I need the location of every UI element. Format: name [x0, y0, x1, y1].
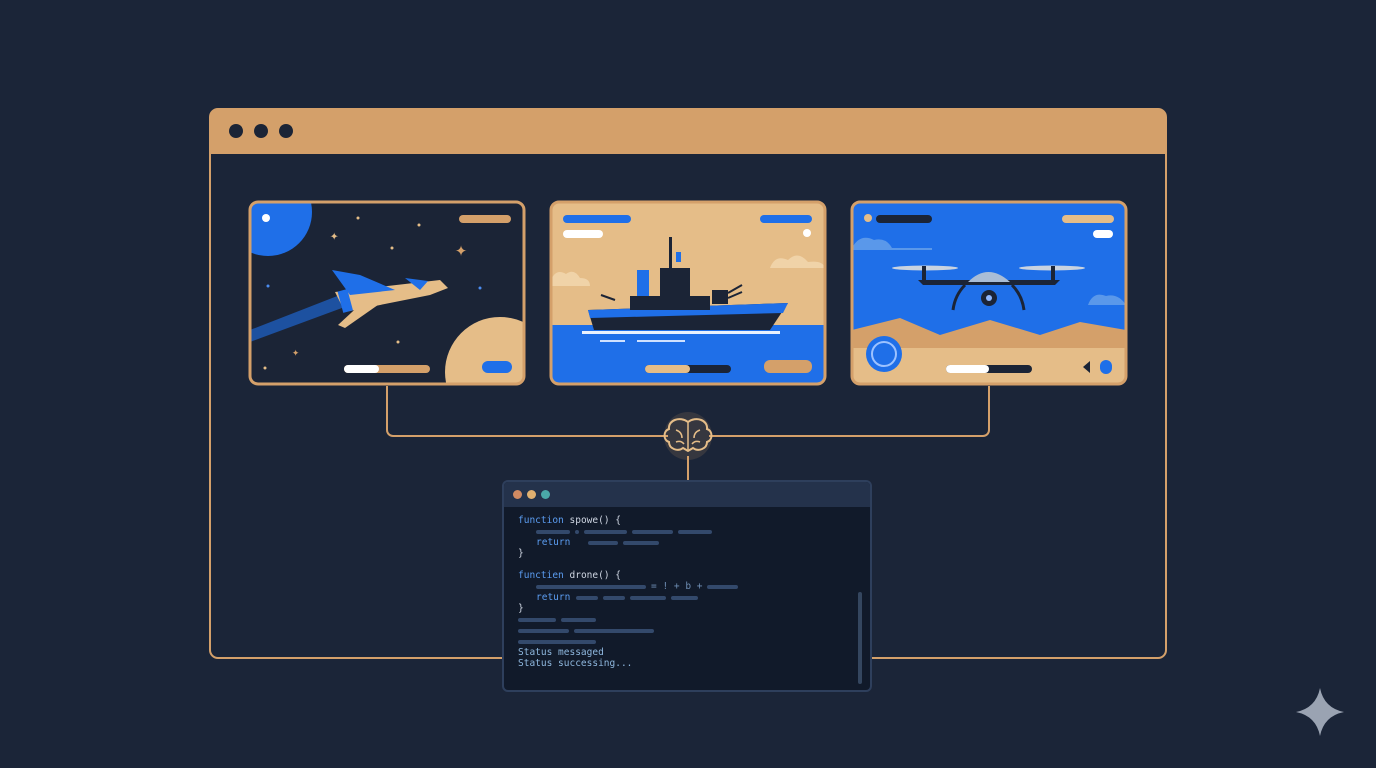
spaceship-panel[interactable]: ✦ ✦ ✦ [224, 168, 555, 427]
ship-panel[interactable] [549, 200, 827, 386]
exhaust-trail [250, 293, 350, 342]
brace: } [518, 548, 524, 559]
warship-icon [588, 237, 788, 330]
return-keyword: return [536, 592, 571, 603]
back-icon[interactable] [1083, 361, 1090, 373]
drone-panel[interactable] [850, 200, 1128, 388]
planet-blue [250, 202, 312, 256]
drone-icon [892, 265, 1085, 311]
jet-icon [332, 270, 448, 328]
svg-text:✦: ✦ [455, 237, 467, 261]
connectors [386, 386, 990, 480]
status-line: Status successing... [518, 658, 633, 669]
function-name: spowe() { [569, 515, 621, 526]
code-terminal[interactable]: function spowe() { return } functien dro… [502, 480, 872, 692]
svg-text:✦: ✦ [330, 228, 339, 244]
title-bar [210, 109, 1166, 154]
minimize-button[interactable] [527, 490, 536, 499]
sparkle-icon [1296, 688, 1344, 736]
keyword: functien [518, 570, 564, 581]
maximize-button[interactable] [279, 124, 293, 138]
action-button[interactable] [764, 360, 812, 373]
brain-icon [663, 412, 713, 460]
expression: = ! + b + [651, 581, 703, 592]
maximize-button[interactable] [541, 490, 550, 499]
close-button[interactable] [229, 124, 243, 138]
minimize-button[interactable] [254, 124, 268, 138]
action-button[interactable] [482, 361, 512, 373]
svg-text:✦: ✦ [292, 345, 299, 359]
keyword: function [518, 515, 564, 526]
close-button[interactable] [513, 490, 522, 499]
status-line: Status messaged [518, 647, 604, 658]
function-name: drone() { [569, 570, 621, 581]
return-keyword: return [536, 537, 571, 548]
scrollbar[interactable] [858, 592, 862, 684]
code-editor: function spowe() { return } functien dro… [504, 507, 870, 669]
brace: } [518, 603, 524, 614]
terminal-title-bar [504, 482, 870, 507]
